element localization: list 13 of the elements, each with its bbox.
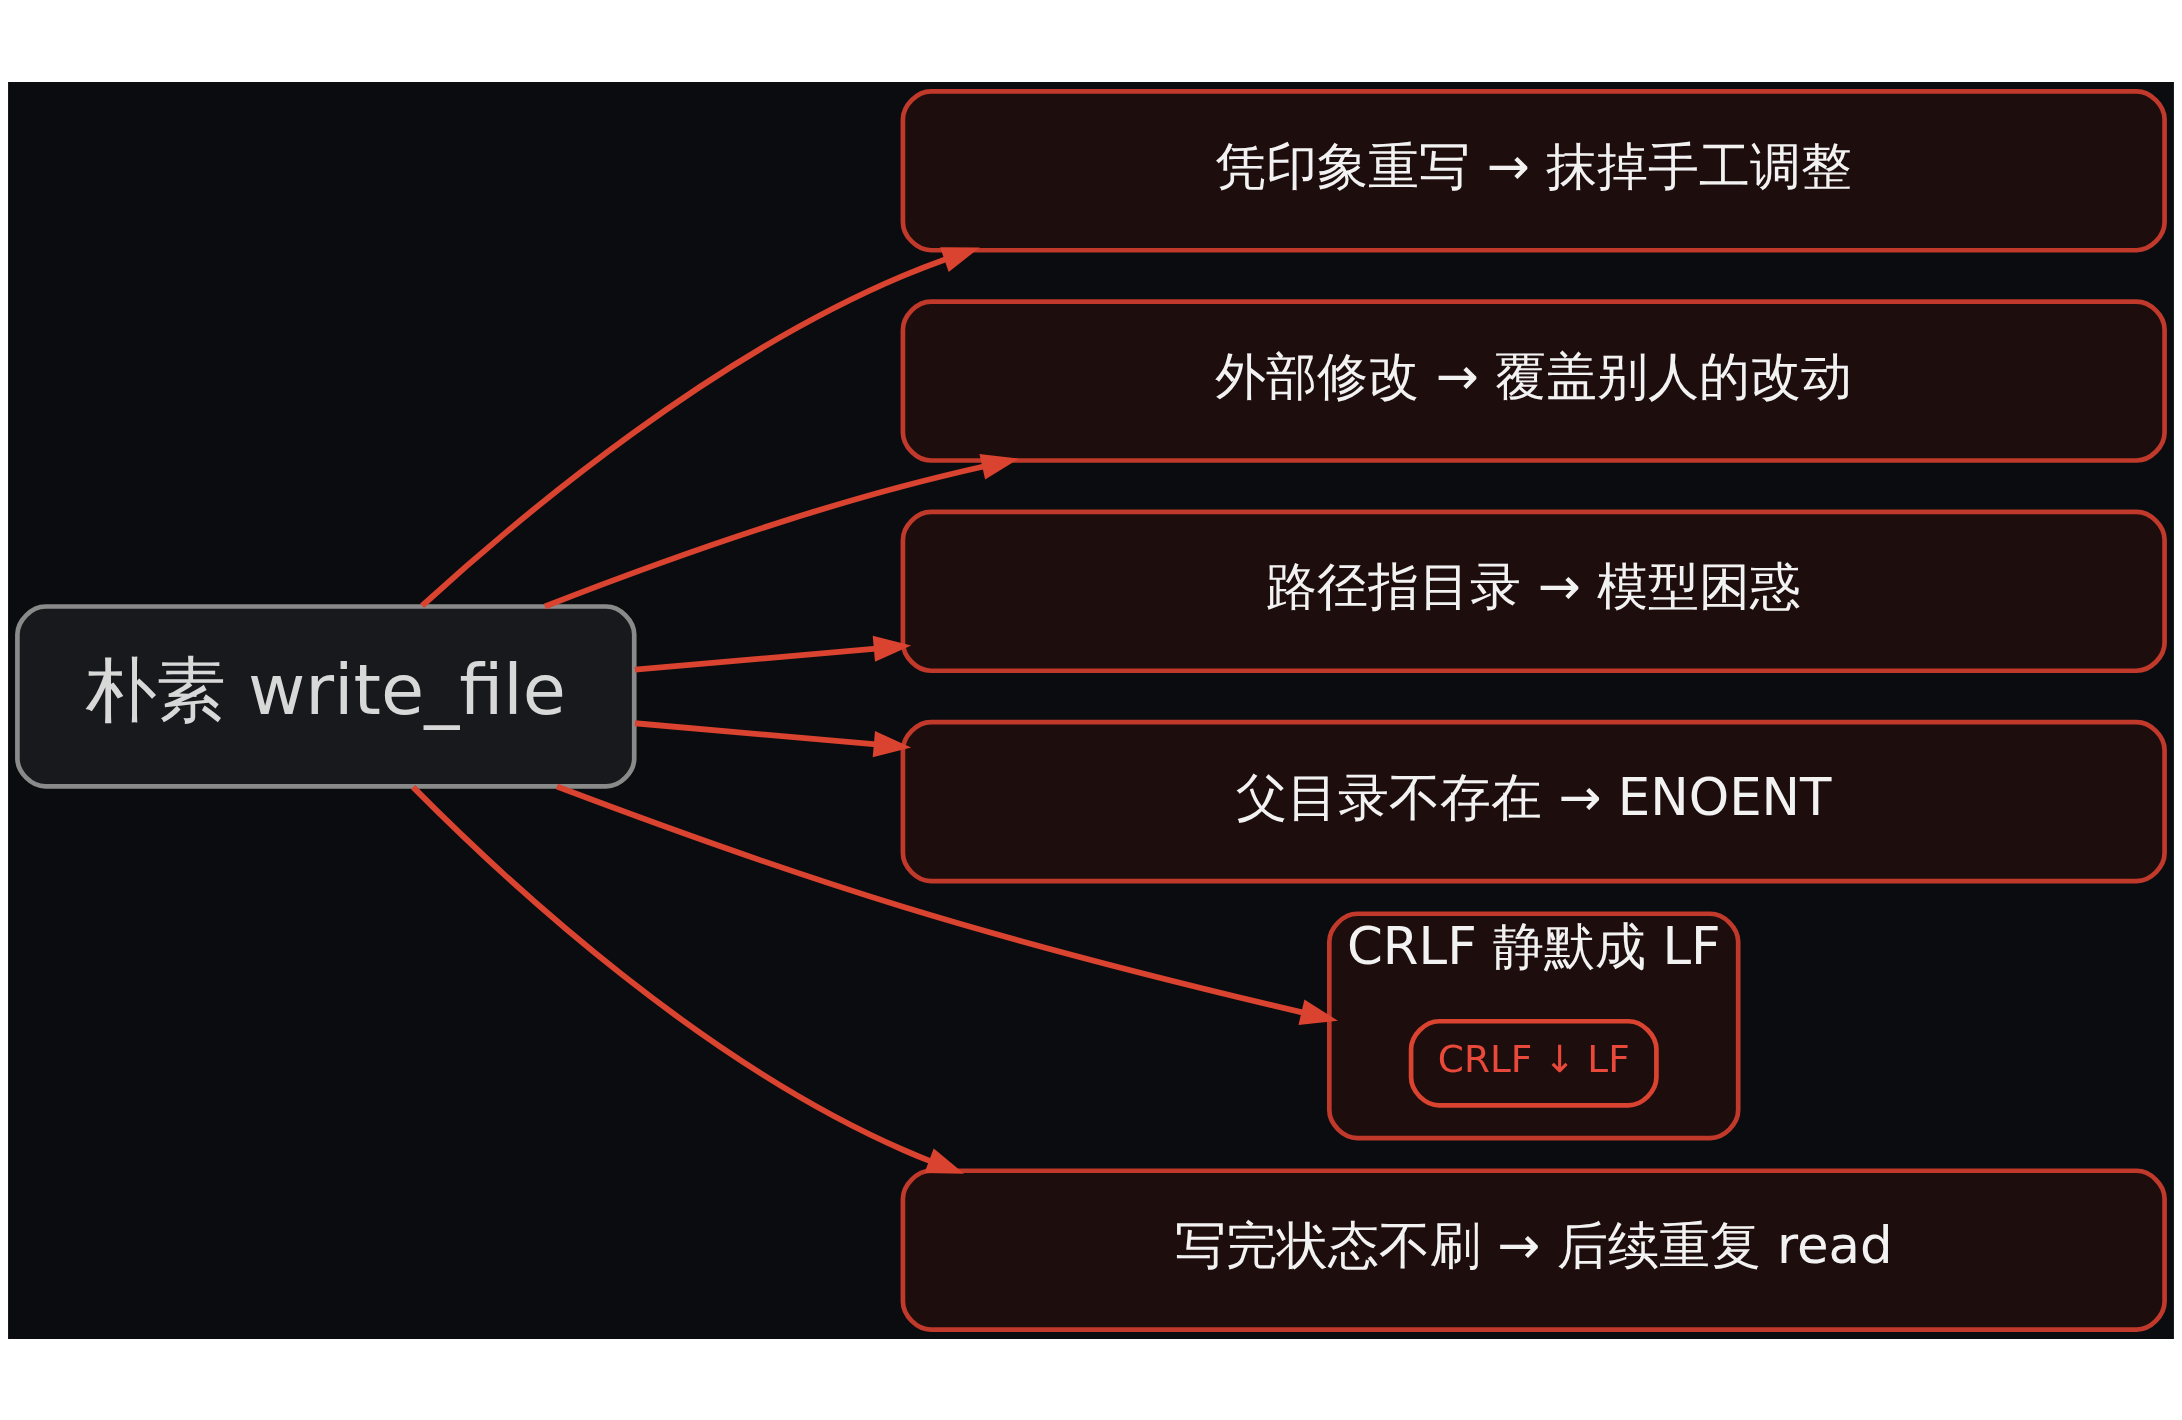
arrow [634,719,912,757]
arrow [634,635,912,673]
node-box: 凭印象重写 → 抹掉手工调整 [900,88,2167,253]
node-box: 父目录不存在 → ENOENT [900,719,2167,883]
node-box: CRLF ↓ LF [1408,1018,1659,1108]
node-box: 写完状态不刷 → 后续重复 read [900,1167,2167,1332]
node-box: 路径指目录 → 模型困惑 [900,509,2167,673]
arrow [543,453,1019,609]
arrow [411,784,965,1174]
arrow [420,246,980,608]
node-box: 外部修改 → 覆盖别人的改动 [900,298,2167,463]
node-box: 朴素 write_file [15,603,637,789]
arrow [555,783,1338,1025]
